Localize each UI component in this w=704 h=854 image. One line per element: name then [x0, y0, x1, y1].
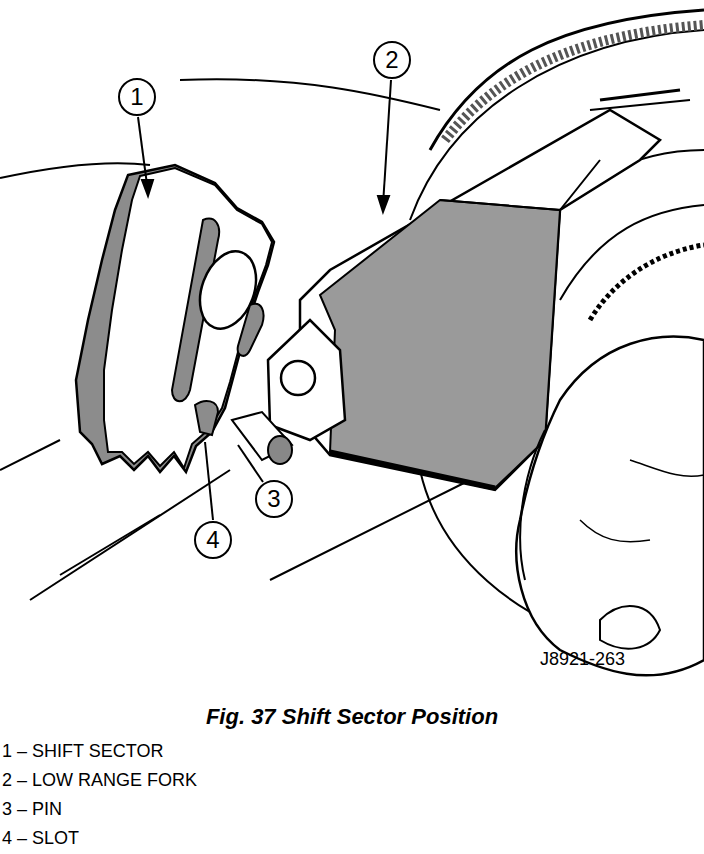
legend-line: 1 – SHIFT SECTOR	[2, 742, 163, 762]
figure-caption: Fig. 37 Shift Sector Position	[206, 705, 498, 729]
callout-circle: 4	[194, 521, 232, 559]
legend-line: 3 – PIN	[2, 800, 62, 820]
callout-circle: 3	[255, 480, 293, 518]
figure-code: J8921-263	[540, 650, 625, 670]
callout-circle: 1	[118, 78, 156, 116]
legend-line: 2 – LOW RANGE FORK	[2, 771, 197, 791]
callout-number: 3	[267, 487, 280, 511]
callout-number: 1	[130, 85, 143, 109]
callout-circle: 2	[373, 41, 411, 79]
callout-number: 2	[385, 48, 398, 72]
legend-line: 4 – SLOT	[2, 829, 79, 849]
callout-number: 4	[206, 528, 219, 552]
